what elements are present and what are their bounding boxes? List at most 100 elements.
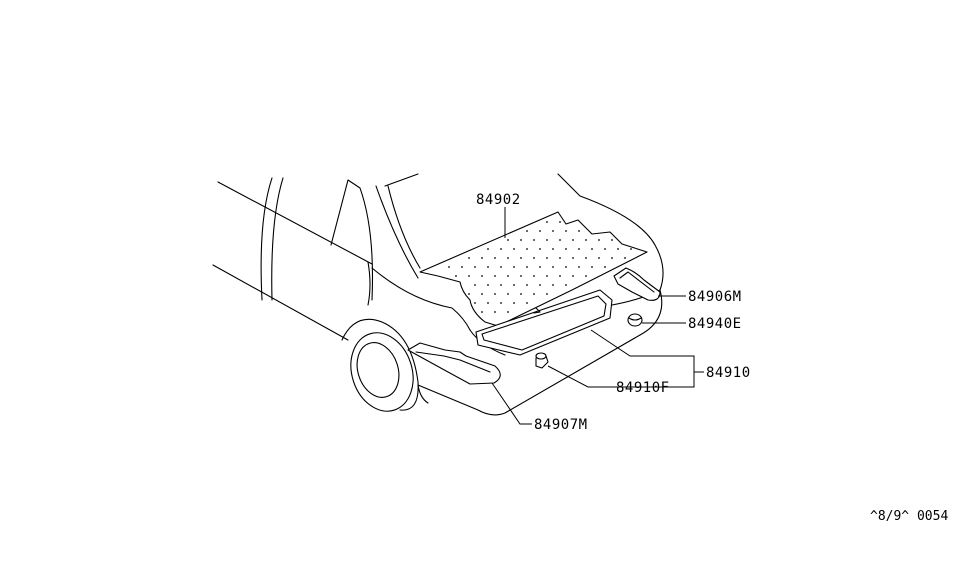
label-84902: 84902 — [476, 192, 521, 208]
label-84910: 84910 — [706, 365, 751, 381]
mat-dot — [507, 311, 509, 313]
mat-dot — [533, 239, 535, 241]
mat-dot — [559, 275, 561, 277]
mat-dot — [572, 275, 574, 277]
mat-dot — [572, 257, 574, 259]
mat-dot — [520, 257, 522, 259]
leader-lines — [491, 207, 704, 425]
mat-dot — [598, 239, 600, 241]
mat-dot — [552, 284, 554, 286]
mat-dot — [552, 266, 554, 268]
mat-texture-dots — [448, 221, 632, 313]
mat-dot — [500, 284, 502, 286]
mat-dot — [585, 275, 587, 277]
mat-dot — [533, 257, 535, 259]
mat-dot — [487, 284, 489, 286]
mat-dot — [565, 248, 567, 250]
mat-dot — [546, 293, 548, 295]
reference-code: ^8/9^ 0054 — [870, 509, 948, 524]
mat-dot — [604, 248, 606, 250]
mat-dot — [513, 302, 515, 304]
side-trim-84906M — [613, 267, 661, 301]
plug-84940E — [627, 313, 643, 327]
rear-wheel — [341, 318, 419, 412]
mat-dot — [481, 275, 483, 277]
mat-dot — [559, 257, 561, 259]
mat-dot — [546, 221, 548, 223]
mat-dot — [578, 248, 580, 250]
mat-dot — [526, 230, 528, 232]
mat-dot — [494, 275, 496, 277]
mat-dot — [533, 293, 535, 295]
mat-dot — [585, 257, 587, 259]
mat-dot — [572, 239, 574, 241]
mat-dot — [565, 284, 567, 286]
mat-dot — [578, 230, 580, 232]
mat-dot — [591, 248, 593, 250]
mat-dot — [448, 266, 450, 268]
mat-dot — [546, 239, 548, 241]
mat-dot — [474, 284, 476, 286]
mat-dot — [513, 284, 515, 286]
label-84906M: 84906M — [688, 289, 742, 305]
mat-dot — [559, 239, 561, 241]
mat-dot — [630, 248, 632, 250]
mat-dot — [578, 266, 580, 268]
clip-84910F — [535, 352, 549, 369]
mat-dot — [539, 266, 541, 268]
mat-dot — [526, 284, 528, 286]
car-body-outline — [212, 173, 664, 416]
mat-dot — [520, 293, 522, 295]
mat-dot — [520, 239, 522, 241]
mat-dot — [461, 266, 463, 268]
mat-dot — [539, 230, 541, 232]
mat-dot — [494, 311, 496, 313]
mat-dot — [500, 302, 502, 304]
label-84907M: 84907M — [534, 417, 588, 433]
mat-dot — [500, 248, 502, 250]
mat-dot — [494, 293, 496, 295]
mat-dot — [487, 302, 489, 304]
mat-dot — [507, 275, 509, 277]
mat-dot — [591, 266, 593, 268]
trunk-floor-mat-84902 — [419, 211, 648, 327]
mat-dot — [513, 248, 515, 250]
mat-dot — [526, 302, 528, 304]
mat-dot — [533, 275, 535, 277]
mat-dot — [559, 221, 561, 223]
mat-dot — [487, 248, 489, 250]
mat-dot — [494, 257, 496, 259]
mat-dot — [539, 248, 541, 250]
mat-dot — [507, 239, 509, 241]
mat-dot — [468, 257, 470, 259]
mat-dot — [624, 257, 626, 259]
mat-dot — [539, 284, 541, 286]
side-trim-84907M — [407, 342, 501, 385]
mat-dot — [565, 230, 567, 232]
mat-dot — [481, 257, 483, 259]
mat-dot — [520, 275, 522, 277]
mat-dot — [500, 266, 502, 268]
mat-dot — [585, 239, 587, 241]
mat-dot — [474, 302, 476, 304]
mat-dot — [552, 230, 554, 232]
label-84940E: 84940E — [688, 316, 742, 332]
mat-dot — [507, 257, 509, 259]
mat-dot — [598, 257, 600, 259]
mat-dot — [604, 266, 606, 268]
mat-dot — [468, 293, 470, 295]
mat-dot — [481, 293, 483, 295]
mat-dot — [487, 266, 489, 268]
mat-dot — [565, 266, 567, 268]
mat-dot — [526, 248, 528, 250]
mat-dot — [513, 266, 515, 268]
mat-dot — [552, 248, 554, 250]
mat-dot — [481, 311, 483, 313]
mat-dot — [611, 257, 613, 259]
mat-dot — [526, 266, 528, 268]
mat-dot — [474, 266, 476, 268]
mat-dot — [468, 275, 470, 277]
label-84910F: 84910F — [616, 380, 670, 396]
mat-dot — [611, 239, 613, 241]
